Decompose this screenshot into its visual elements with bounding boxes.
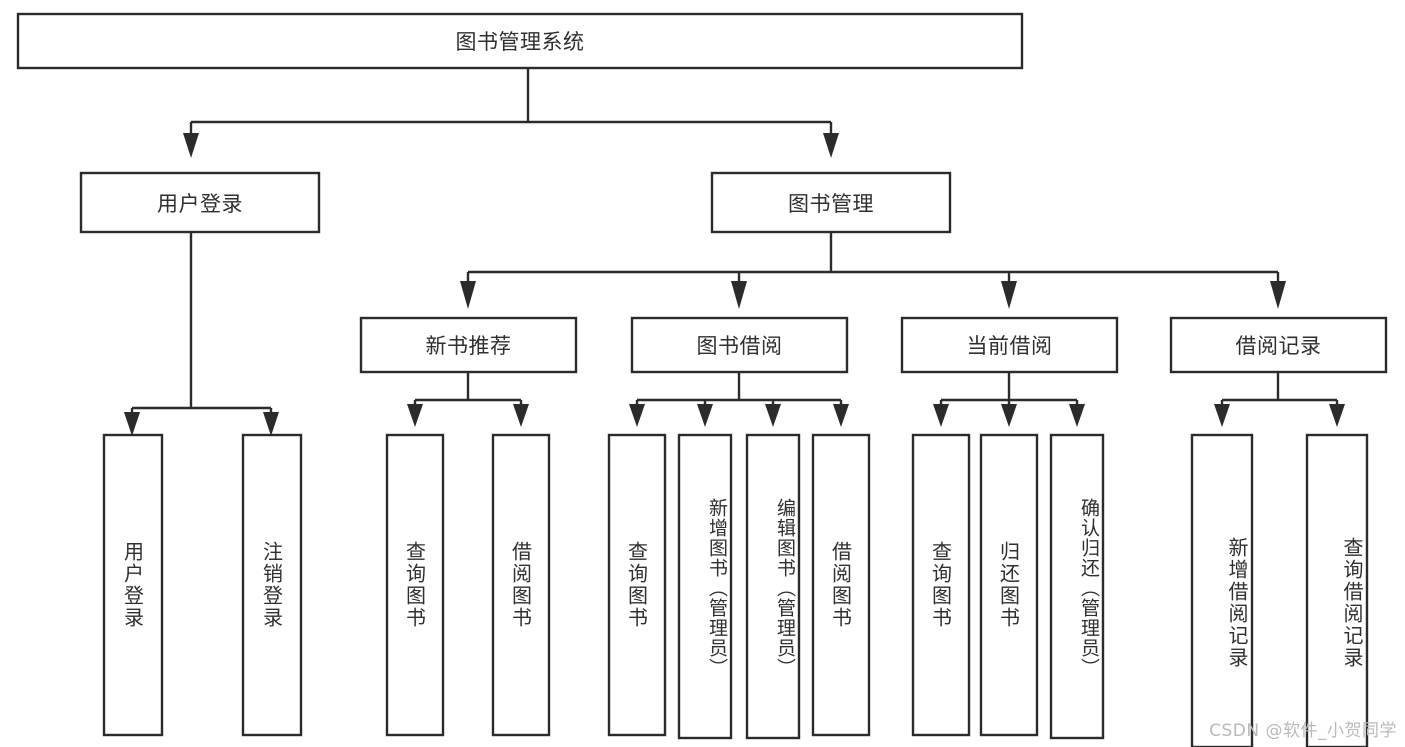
node-box-leaf-query-book-1 <box>385 433 445 737</box>
arrow-head-leaf-confirm-return <box>1069 404 1085 427</box>
node-box-leaf-add-record <box>1190 433 1254 747</box>
node-box-leaf-user-login <box>102 433 164 737</box>
arrow-head-leaf-query-record <box>1329 404 1345 427</box>
arrow-head-leaf-add-record <box>1214 404 1230 427</box>
node-box-leaf-confirm-return <box>1049 433 1105 740</box>
node-box-current-borrow <box>900 316 1119 374</box>
node-box-leaf-borrow-book-1 <box>491 433 551 737</box>
node-box-user-login <box>79 171 321 234</box>
arrow-head-leaf-user-login <box>124 412 140 436</box>
node-box-new-book-recommend <box>359 316 578 374</box>
node-box-leaf-user-logout <box>241 433 303 737</box>
arrow-head-borrow-record <box>1270 281 1286 309</box>
node-box-leaf-add-book <box>677 433 733 740</box>
arrow-head-leaf-return-book <box>1001 404 1017 427</box>
node-box-leaf-query-book-2 <box>607 433 667 737</box>
node-box-borrow-record <box>1169 316 1388 374</box>
arrow-head-book-manage <box>823 133 839 158</box>
arrow-head-new-book-recommend <box>460 281 476 309</box>
arrow-head-leaf-query-book-1 <box>407 404 423 427</box>
arrow-head-leaf-edit-book <box>765 404 781 427</box>
arrow-head-leaf-query-book-2 <box>629 404 645 427</box>
node-box-leaf-borrow-book-2 <box>811 433 871 737</box>
arrow-head-current-borrow <box>1001 281 1017 309</box>
arrow-head-leaf-borrow-book-1 <box>513 404 529 427</box>
node-box-book-manage <box>710 171 952 234</box>
node-box-leaf-query-record <box>1305 433 1369 747</box>
node-box-root <box>16 12 1024 70</box>
node-box-leaf-edit-book <box>745 433 801 740</box>
node-box-book-borrow <box>630 316 849 374</box>
arrow-head-book-borrow <box>731 281 747 309</box>
arrow-head-leaf-user-logout <box>263 412 279 436</box>
node-box-leaf-return-book <box>979 433 1039 737</box>
arrow-head-leaf-query-book-3 <box>933 404 949 427</box>
arrow-head-leaf-borrow-book-2 <box>833 404 849 427</box>
arrow-head-leaf-add-book <box>697 404 713 427</box>
arrow-head-user-login <box>183 133 199 158</box>
node-box-leaf-query-book-3 <box>911 433 971 737</box>
